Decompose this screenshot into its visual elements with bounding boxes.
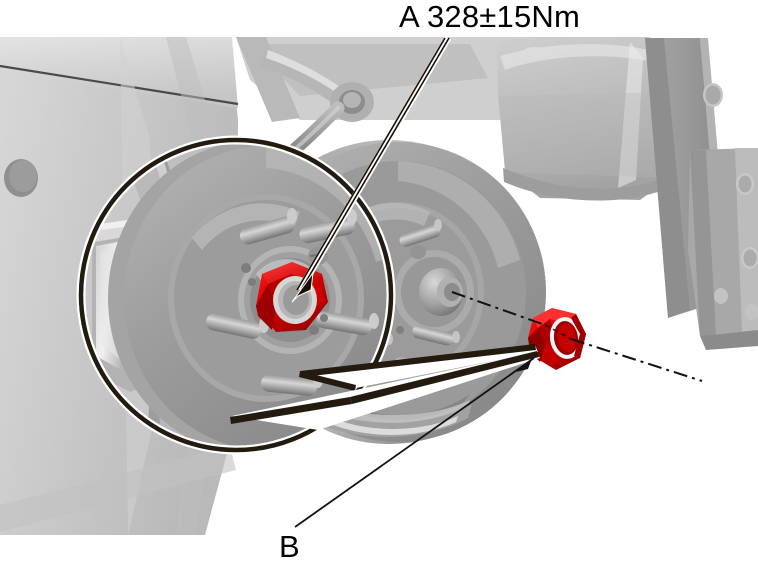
- callout-b-leader: [294, 350, 543, 528]
- callout-b-arrowhead: [516, 350, 543, 372]
- chassis-bracket-right: [688, 148, 758, 350]
- axle-centerline: [451, 291, 703, 382]
- callout-b-part-label: B: [279, 529, 300, 564]
- wheel-stud: [316, 311, 379, 336]
- wheel-stud-group-magnified: [205, 208, 379, 396]
- axle-nut-exploded: [528, 308, 586, 370]
- fuel-tank-shell: [497, 37, 672, 201]
- magnifier-wedge-connector: [230, 344, 540, 430]
- detail-magnifier-circle: [76, 135, 396, 455]
- dust-shield: [296, 398, 472, 437]
- callout-a-leader: [291, 36, 452, 303]
- callout-a-torque-label: A 328±15Nm: [399, 0, 581, 34]
- wheel-stud: [239, 208, 297, 245]
- wheel-stud: [399, 219, 442, 247]
- upper-structure: [236, 37, 530, 122]
- wheel-stud: [412, 325, 460, 346]
